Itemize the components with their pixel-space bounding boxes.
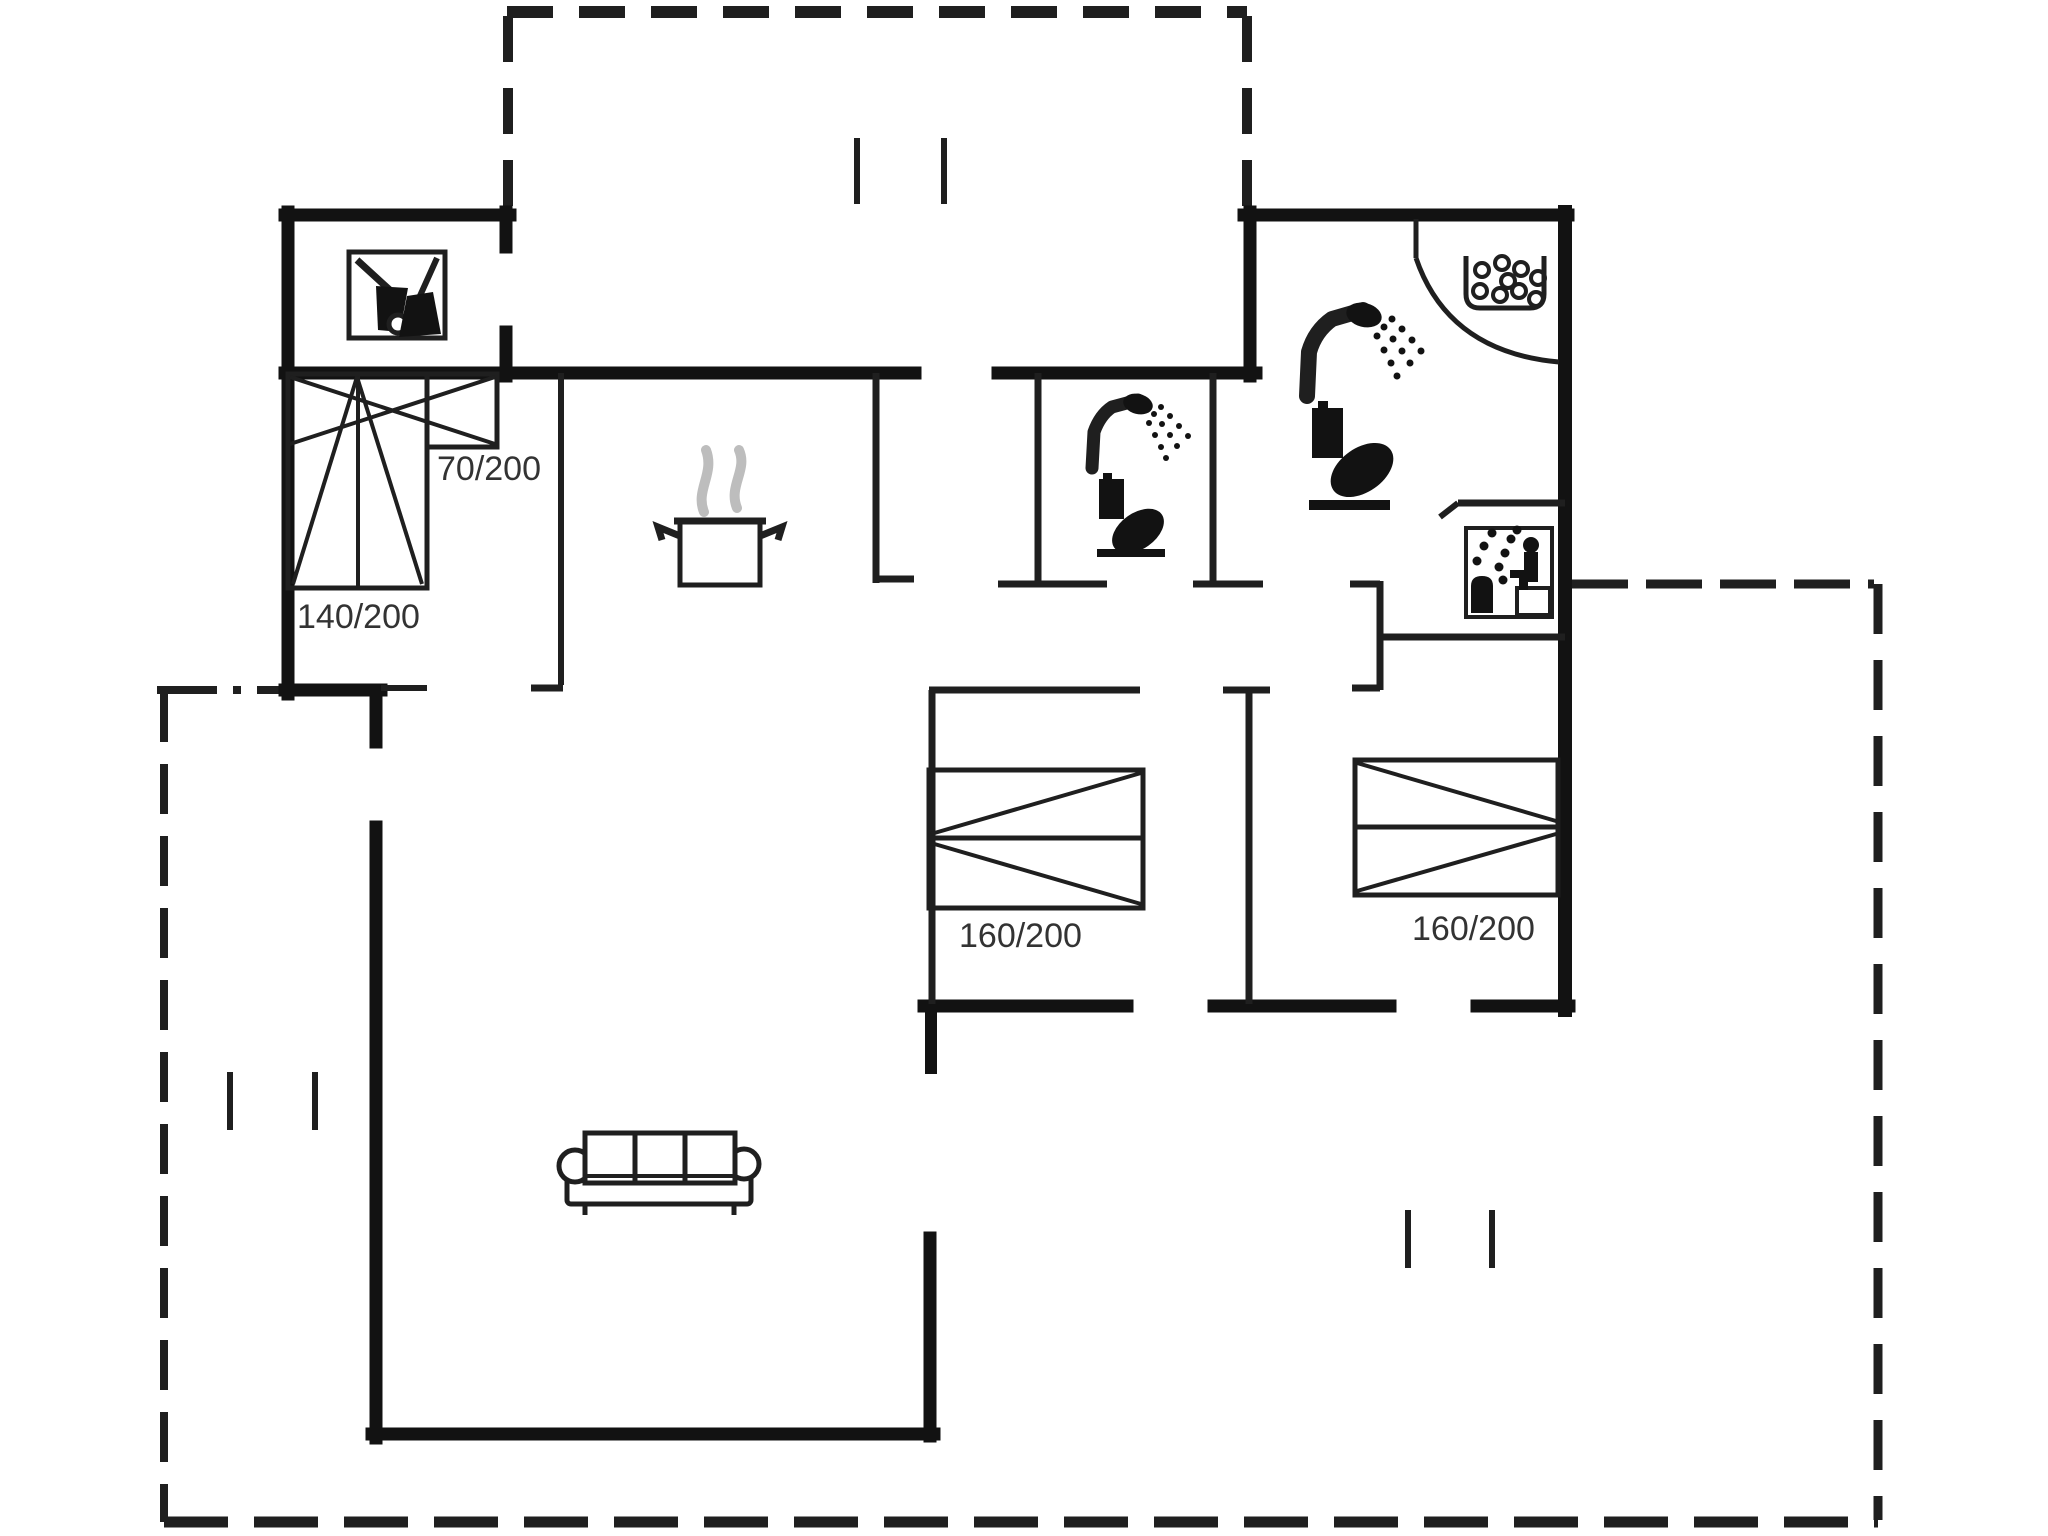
spray-dots bbox=[1146, 404, 1191, 461]
interior-walls bbox=[381, 373, 1565, 1004]
terrace-outline-right bbox=[1572, 579, 1883, 1520]
whirlpool-tub-icon bbox=[1463, 254, 1547, 311]
bed-label-70: 70/200 bbox=[437, 450, 541, 488]
toilet-icon-small-bath bbox=[1097, 473, 1165, 557]
toilet-icon-big-bath bbox=[1309, 401, 1394, 510]
bed-160-left-symbol bbox=[926, 767, 1146, 911]
bed-label-160-left: 160/200 bbox=[959, 917, 1082, 955]
window-tick-icon-right bbox=[1405, 1210, 1495, 1268]
steam-icon bbox=[696, 445, 714, 517]
sauna-steam-dots bbox=[1472, 525, 1522, 585]
terrace-outline-left bbox=[157, 686, 280, 1522]
door-swing-icon bbox=[1413, 219, 1560, 365]
sofa-icon bbox=[556, 1130, 762, 1215]
cleaning-equipment-icon bbox=[346, 249, 448, 341]
sauna-icon bbox=[1464, 525, 1554, 619]
shower-icon-big-bath bbox=[1299, 302, 1425, 404]
bed-160-right-symbol bbox=[1352, 757, 1561, 898]
bunk-70-symbol bbox=[289, 371, 500, 450]
window-tick-icon-left bbox=[227, 1072, 318, 1130]
window-tick-icon-top bbox=[854, 138, 947, 204]
sauna-door-line bbox=[1438, 500, 1460, 520]
cooking-pot-icon bbox=[652, 445, 788, 588]
shower-icon-small-bath bbox=[1085, 393, 1191, 475]
bed-label-160-right: 160/200 bbox=[1412, 910, 1535, 948]
steam-icon bbox=[729, 445, 747, 513]
bed-label-140: 140/200 bbox=[297, 598, 420, 636]
bed-140-symbol bbox=[285, 371, 430, 591]
spray-dots bbox=[1373, 315, 1425, 380]
terrace-outline-top bbox=[503, 6, 1252, 206]
